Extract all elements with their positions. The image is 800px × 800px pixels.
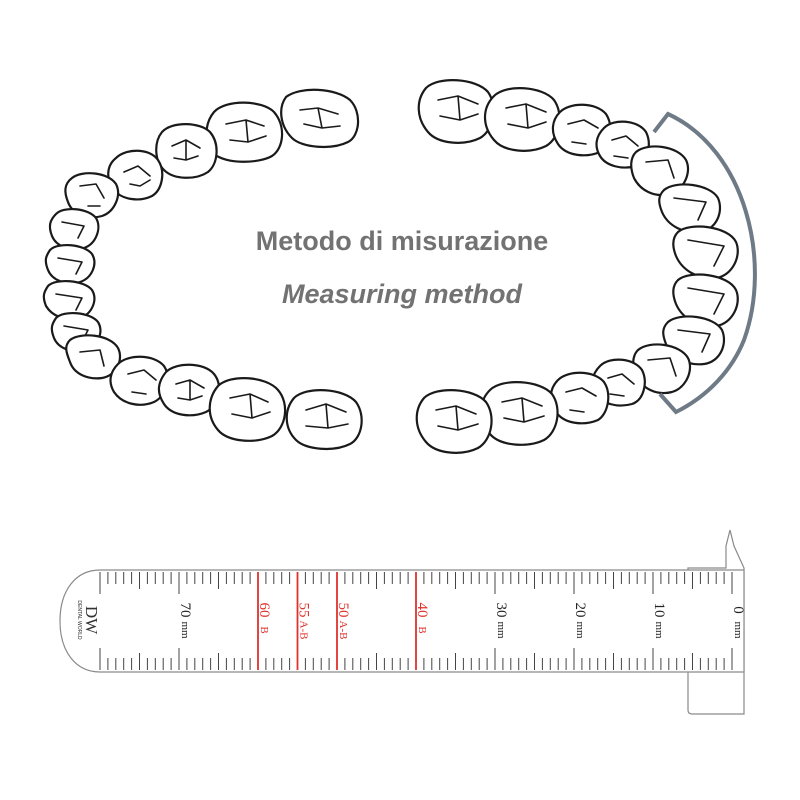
title-italian: Metodo di misurazione bbox=[256, 226, 549, 256]
ruler-label-unit: mm bbox=[653, 621, 665, 639]
ruler-label: 50A-B bbox=[335, 603, 351, 640]
tooth-molar bbox=[417, 79, 495, 144]
tooth-molar bbox=[205, 101, 284, 163]
logo-subtext: DENTAL WORLD bbox=[76, 600, 82, 640]
ruler-label: 55A-B bbox=[296, 603, 312, 640]
tooth-canine bbox=[64, 172, 120, 219]
ruler-label-value: 70 bbox=[177, 603, 193, 618]
dental-arch-right bbox=[415, 79, 739, 454]
dental-arch-left bbox=[42, 88, 363, 450]
ruler-label-unit: B bbox=[258, 626, 270, 633]
ruler-label-unit: mm bbox=[495, 621, 507, 639]
ruler-label: 60B bbox=[256, 603, 272, 634]
measuring-arc bbox=[652, 111, 757, 415]
logo-text: DW bbox=[82, 606, 101, 635]
ruler-label-value: 10 bbox=[651, 603, 667, 618]
ruler-label-unit: A-B bbox=[298, 621, 310, 640]
ruler-label: 30 mm bbox=[493, 603, 509, 639]
ruler-label: 20 mm bbox=[572, 603, 588, 639]
ruler-label: 40B bbox=[414, 603, 430, 634]
tooth-premolar bbox=[157, 363, 221, 417]
tooth-premolar bbox=[155, 123, 218, 179]
tooth-premolar bbox=[549, 371, 610, 425]
ruler-label: 10 mm bbox=[651, 603, 667, 639]
ruler-strip bbox=[59, 569, 745, 673]
ruler-label: 70 mm bbox=[177, 603, 193, 639]
tooth-molar bbox=[479, 381, 559, 446]
tooth-molar bbox=[483, 87, 561, 152]
tooth-incisor bbox=[48, 208, 100, 251]
tooth-incisor bbox=[658, 183, 722, 234]
title-english: Measuring method bbox=[282, 279, 523, 309]
tooth-molar bbox=[208, 377, 287, 442]
ruler-label-value: 20 bbox=[572, 603, 588, 618]
ruler-label-value: 60 bbox=[256, 603, 272, 618]
tooth-canine bbox=[65, 334, 122, 380]
ruler-label-value: 40 bbox=[414, 603, 430, 618]
ruler-label-unit: B bbox=[416, 626, 428, 633]
ruler-label-unit: mm bbox=[179, 621, 191, 639]
tooth-premolar bbox=[109, 355, 169, 406]
tooth-incisor bbox=[672, 225, 739, 280]
ruler-label-value: 55 bbox=[296, 603, 312, 618]
tooth-canine bbox=[632, 343, 692, 395]
tooth-molar bbox=[415, 389, 493, 454]
ruler-ticks bbox=[99, 572, 733, 670]
ruler-label: 0 mm bbox=[730, 606, 746, 639]
tooth-incisor bbox=[42, 280, 96, 321]
ruler-label-value: 50 bbox=[335, 603, 351, 618]
tooth-molar bbox=[280, 88, 360, 148]
tooth-molar bbox=[285, 389, 363, 450]
ruler-label-unit: mm bbox=[574, 621, 586, 639]
ruler-label-unit: mm bbox=[732, 621, 744, 639]
tooth-incisor bbox=[44, 244, 96, 285]
ruler-label-unit: A-B bbox=[337, 621, 349, 640]
ruler-label-value: 0 bbox=[730, 606, 746, 614]
ruler-label-value: 30 bbox=[493, 603, 509, 618]
dental-world-logo: DW DENTAL WORLD bbox=[76, 600, 101, 640]
